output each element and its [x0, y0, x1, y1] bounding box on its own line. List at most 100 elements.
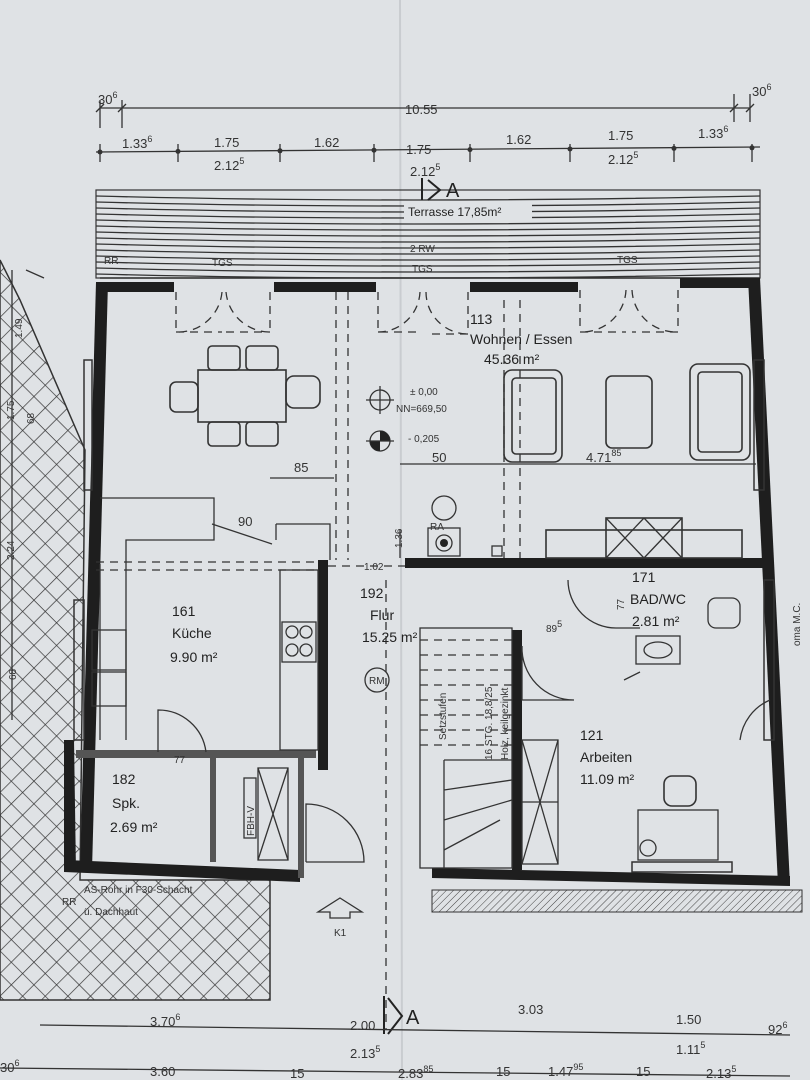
dim-bottom-row1-3: 1.50: [676, 1012, 701, 1027]
tick-dot-7: [749, 145, 755, 151]
deck-board-5: [95, 225, 761, 231]
staircase: [419, 627, 513, 869]
dim-top-row1-5: 1.75: [608, 128, 633, 143]
left-dim-5: 68: [8, 668, 19, 680]
tgs-label-1: TGS: [212, 258, 233, 269]
room-arbeiten-number: 121: [580, 727, 604, 743]
tgs-label-3: TGS: [617, 255, 638, 266]
level-lower: - 0,205: [408, 434, 440, 445]
dashed-guides: [96, 292, 521, 1030]
window-frames: [73, 359, 775, 873]
dim-bottom-row3-6: 15: [636, 1064, 650, 1079]
fbh-cabinet: [257, 767, 289, 861]
heating-unit: [427, 495, 461, 557]
tick-dot-5: [567, 146, 573, 152]
top-dimension-chains: [95, 94, 761, 162]
dim-top-row2-1: 2.125: [410, 162, 440, 179]
dim-85: 85: [294, 460, 308, 475]
deck-board-6: [95, 231, 761, 237]
bottom-dimension-chains: [0, 1024, 791, 1077]
room-arbeiten-name: Arbeiten: [580, 749, 632, 765]
socket: [491, 545, 503, 557]
dim-top-row1-6: 1.336: [698, 124, 728, 141]
dim-edge-left: 306: [98, 90, 117, 107]
level-nn: NN=669,50: [396, 404, 447, 415]
deck-board-9: [95, 249, 761, 255]
dim-bottom-row1-4: 926: [768, 1020, 787, 1037]
room-flur-name: Flur: [370, 607, 394, 623]
gravel-strip: [431, 889, 803, 913]
rr-bottom-label: RR: [62, 897, 76, 908]
deck-board-8: [95, 243, 761, 249]
kitchen-counters: [91, 497, 331, 751]
ground-gap: [300, 880, 400, 1000]
dim-bottom-row3-1: 3.60: [150, 1064, 175, 1079]
exterior-walls: [64, 278, 790, 886]
dim-136: 1.36: [394, 528, 405, 548]
shelf-unit: [521, 739, 559, 865]
dim-bottom-row1-2: 3.03: [518, 1002, 543, 1017]
room-spk-name: Spk.: [112, 795, 140, 811]
room-spk-number: 182: [112, 771, 136, 787]
dim-77-spk: 77: [174, 755, 186, 766]
deck-board-0: [95, 195, 761, 201]
rain-water-label: 2 RW: [410, 244, 435, 255]
paper-fold: [399, 0, 403, 1080]
dim-bottom-row3-4: 15: [496, 1064, 510, 1079]
inner-dimension-lines: [211, 463, 756, 558]
dining-table: [169, 345, 321, 447]
dim-total-width: 10.55: [405, 102, 438, 117]
dim-bottom-row3-0: 306: [0, 1058, 19, 1075]
tgs-label-2: TGS: [412, 264, 433, 275]
section-marker-top: [421, 178, 442, 201]
room-kueche-area: 9.90 m²: [170, 649, 218, 665]
ra-label: RA: [430, 522, 444, 533]
setzstufen-label: Setzstufen: [438, 693, 449, 740]
dim-50: 50: [432, 450, 446, 465]
dim-90: 90: [238, 514, 252, 529]
room-arbeiten-area: 11.09 m²: [580, 771, 635, 787]
level-symbols: [366, 386, 394, 452]
terrace-label-bg: [404, 203, 532, 219]
tick-dot-0: [97, 149, 103, 155]
deck-board-7: [95, 237, 761, 243]
room-spk-area: 2.69 m²: [110, 819, 158, 835]
dim-top-row1-2: 1.62: [314, 135, 339, 150]
tick-dot-4: [467, 147, 473, 153]
dim-bottom-row2-1: 1.115: [676, 1040, 705, 1057]
tick-dot-1: [175, 148, 181, 154]
level-zero: ± 0,00: [410, 387, 438, 398]
as-rohr-label: AS-Rohr in F30-Schacht: [84, 885, 193, 896]
dim-bottom-row3-2: 15: [290, 1066, 304, 1080]
dim-bottom-row2-0: 2.135: [350, 1044, 380, 1061]
room-bad-number: 171: [632, 569, 656, 585]
left-dim-2: 1.75: [6, 400, 17, 420]
dim-89: 895: [546, 619, 562, 635]
section-marker-bottom: [383, 996, 404, 1035]
section-marker-bottom-label: A: [406, 1007, 420, 1029]
left-dim-1: 1.49: [14, 318, 25, 338]
deck-board-4: [95, 219, 761, 225]
room-wohnen-area: 45.36 m²: [484, 351, 540, 367]
dim-bottom-row1-1: 2.00: [350, 1018, 375, 1033]
terrace-decking: [95, 189, 761, 279]
dachhaut-label: ü. Dachhaut: [84, 907, 138, 918]
room-bad-area: 2.81 m²: [632, 613, 680, 629]
tick-dot-3: [371, 147, 377, 153]
fbh-label: FBH-V: [246, 806, 257, 836]
dim-77-bad: 77: [616, 598, 627, 610]
left-dimension-line: [11, 269, 45, 720]
sofas: [503, 363, 751, 463]
room-flur-area: 15.25 m²: [362, 629, 418, 645]
k1-label: K1: [334, 928, 347, 939]
deck-board-11: [95, 261, 761, 267]
deck-board-12: [95, 267, 761, 273]
rain-pipe-label: RR: [104, 256, 118, 267]
tick-dot-6: [671, 145, 677, 151]
desk-chair: [637, 775, 719, 861]
bathroom-fixtures: [623, 597, 741, 681]
left-dim-4: 2.24: [6, 540, 17, 560]
terrace-doors: [175, 289, 679, 335]
dim-top-row1-1: 1.75: [214, 135, 239, 150]
